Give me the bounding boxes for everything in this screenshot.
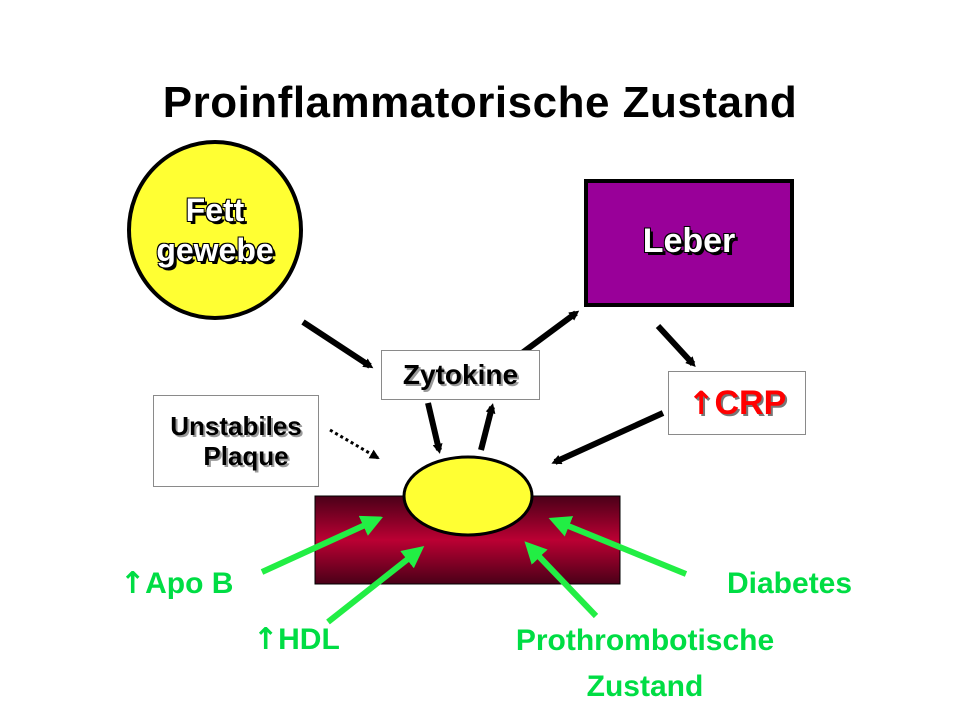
unstable-plaque-line2: Plaque — [203, 441, 289, 471]
plaque-ellipse — [402, 455, 534, 537]
arrow-liver-to-crp — [655, 323, 696, 367]
arrow-zytokine-to-liver — [520, 310, 580, 356]
arrow-apob — [260, 515, 384, 575]
zytokine-box: Zytokine — [381, 350, 540, 400]
fat-tissue-label: Fett gewebe — [129, 190, 301, 270]
arrow-unstable-plaque-dotted — [329, 428, 380, 460]
hdl-text: HDL — [278, 623, 340, 656]
page-title: Proinflammatorische Zustand — [162, 78, 798, 127]
prothrombotic-line2: Zustand — [586, 670, 704, 703]
crp-label: CRP — [714, 383, 787, 422]
arrow-hdl — [326, 546, 425, 625]
prothrombotic-label: Prothrombotische Zustand — [460, 618, 830, 710]
hdl-arrow: ↑ — [253, 622, 279, 657]
liver-box — [584, 179, 794, 307]
arrow-crp-to-plaque — [551, 410, 665, 465]
diabetes-label: Diabetes — [727, 567, 853, 600]
liver-label: Leber — [642, 222, 736, 260]
arrow-prothrombotic — [524, 541, 599, 619]
arrow-diabetes — [548, 516, 688, 577]
arrow-zytokine-to-plaque — [425, 402, 443, 454]
zytokine-label: Zytokine — [402, 359, 519, 390]
prothrombotic-line1: Prothrombotische — [515, 624, 775, 657]
apob-arrow: ↑ — [120, 566, 146, 601]
apob-text: Apo B — [145, 567, 234, 600]
crp-arrow: ↑ — [687, 384, 715, 422]
unstable-plaque-line1: Unstabiles — [170, 411, 302, 441]
hdl-label: ↑HDL — [253, 622, 340, 657]
crp-box: ↑ CRP — [668, 371, 806, 435]
apob-label: ↑Apo B — [120, 566, 233, 601]
fat-tissue-circle — [127, 140, 303, 320]
unstable-plaque-box: Unstabiles Plaque — [153, 395, 319, 487]
arrow-plaque-to-zytokine — [478, 403, 496, 451]
fat-tissue-line1: Fett — [185, 192, 245, 228]
arrow-fat-to-zytokine — [301, 319, 374, 369]
fat-tissue-line2: gewebe — [156, 232, 274, 268]
